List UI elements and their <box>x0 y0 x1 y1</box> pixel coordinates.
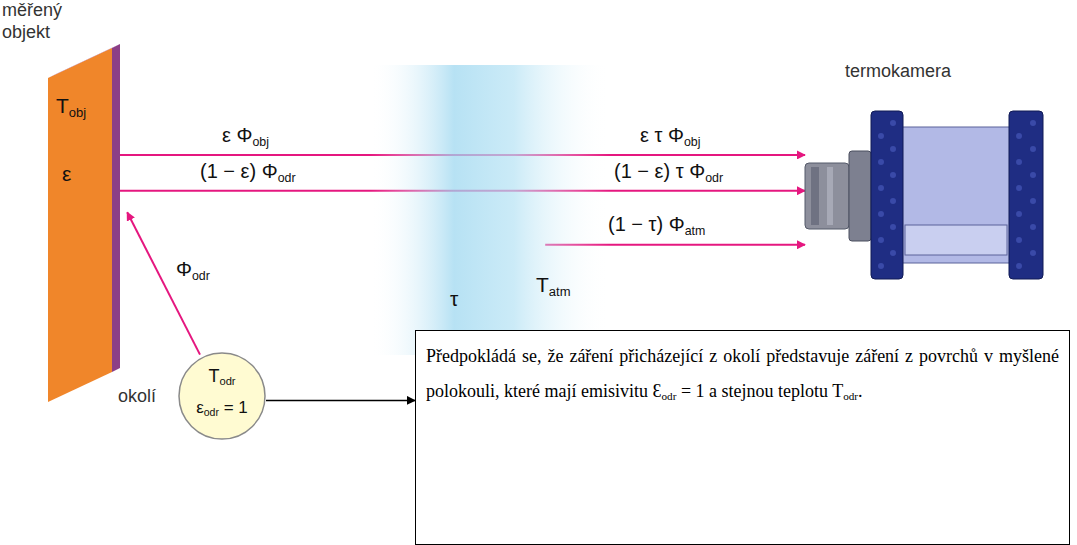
flux-label: Φodr <box>176 258 210 281</box>
object-side <box>112 44 120 372</box>
text-run: ε τ Φ <box>640 124 684 146</box>
assumption-note: Předpokládá se, že záření přicházející z… <box>415 330 1070 545</box>
atmosphere-fill <box>370 65 610 355</box>
subscript: obj <box>69 105 86 120</box>
subscript: odr <box>705 171 723 185</box>
subscript: odr <box>843 390 858 402</box>
radiation-arrow <box>127 212 200 354</box>
text-run: Φ <box>176 258 192 280</box>
text-run: ε <box>196 398 204 417</box>
text-run: okolí <box>118 386 156 406</box>
text-run: T <box>208 366 219 386</box>
text-run: . <box>858 381 863 401</box>
surroundings-temperature: Todr <box>178 366 266 387</box>
subscript: atm <box>549 284 571 299</box>
object-temperature: Tobj <box>56 94 86 118</box>
text-run: T <box>536 273 549 296</box>
text-run: = 1 <box>219 398 248 417</box>
text-run: ε Φ <box>222 124 252 146</box>
text-run: τ <box>450 287 458 310</box>
surroundings-heading: okolí <box>118 386 156 408</box>
subscript: odr <box>204 406 219 418</box>
surroundings-disc <box>179 353 265 439</box>
subscript: obj <box>684 135 701 149</box>
subscript: odr <box>219 375 235 387</box>
text-run: (1 − ε) τ Φ <box>614 160 705 182</box>
transmittance-symbol: τ <box>450 287 458 311</box>
subscript: atm <box>685 224 706 238</box>
object-heading: měřený objekt <box>2 0 92 43</box>
object-top <box>48 44 120 78</box>
text-run: (1 − τ) Φ <box>608 213 685 235</box>
surroundings-emissivity: εodr = 1 <box>178 398 266 418</box>
object-emissivity: ε <box>62 162 71 186</box>
text-run: ε <box>62 162 71 185</box>
circle-outline <box>178 352 266 440</box>
measured-object: měřený objektTobjε <box>48 44 120 402</box>
object-face <box>48 48 112 402</box>
camera-heading: termokamera <box>845 61 951 83</box>
text-run: (1 − ε) Φ <box>200 160 278 182</box>
flux-label: ε Φobj <box>222 124 269 147</box>
camera-drawing <box>805 111 1043 279</box>
note-text: Předpokládá se, že záření přicházející z… <box>426 339 1059 409</box>
air-outline <box>370 65 610 355</box>
text-run: měřený objekt <box>2 0 62 42</box>
text-run: termokamera <box>845 61 951 81</box>
surroundings-circle: Todrεodr = 1okolí <box>178 352 266 440</box>
subscript: odr <box>192 269 210 283</box>
atmosphere-band: τ Tatm <box>370 65 610 355</box>
camera-outline <box>805 105 1045 285</box>
radiation-arrow <box>266 400 415 402</box>
flux-label: ε τ Φobj <box>640 124 700 147</box>
flux-label: (1 − τ) Φatm <box>608 213 705 236</box>
thermal-camera: termokamera <box>805 105 1045 285</box>
subscript: odr <box>662 390 677 402</box>
subscript: obj <box>252 135 269 149</box>
atmosphere-temperature: Tatm <box>536 273 571 297</box>
text-run: = 1 a stejnou teplotu T <box>676 381 843 401</box>
flux-label: (1 − ε) τ Φodr <box>614 160 723 183</box>
text-run: T <box>56 94 69 117</box>
subscript: odr <box>278 171 296 185</box>
flux-label: (1 − ε) Φodr <box>200 160 296 183</box>
